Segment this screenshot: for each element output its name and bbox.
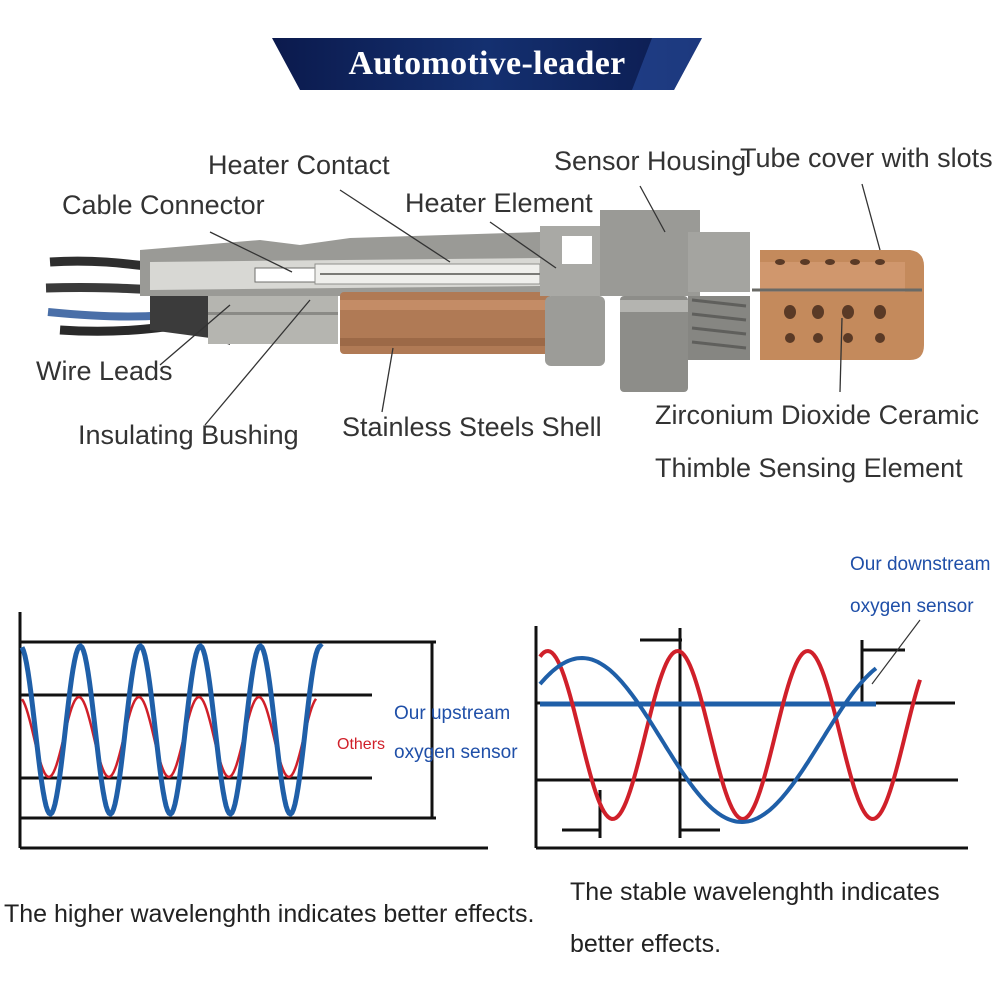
- upstream-caption: The higher wavelenghth indicates better …: [4, 900, 535, 928]
- stainless-shell-graphic: [340, 292, 550, 354]
- cutaway-section-graphic: [140, 232, 541, 296]
- brand-title: Automotive-leader: [348, 45, 626, 82]
- label-cable-connector: Cable Connector: [62, 190, 265, 220]
- upstream-axes: [18, 612, 488, 850]
- downstream-others-wave: [538, 648, 922, 822]
- label-stainless-shell: Stainless Steels Shell: [342, 412, 602, 442]
- upstream-others-wave: [20, 695, 318, 779]
- brand-banner: Automotive-leader: [272, 38, 702, 90]
- upstream-our-wave: [19, 642, 324, 818]
- upstream-sensor-label-1: Our upstream: [394, 703, 511, 724]
- leader-lines: [159, 183, 881, 426]
- label-ceramic-line1: Zirconium Dioxide Ceramic: [655, 400, 980, 430]
- banner-shape: [272, 38, 702, 90]
- sensor-housing-graphic: [540, 210, 750, 392]
- downstream-caption-2: better effects.: [570, 930, 722, 958]
- upstream-sensor-label-2: oxygen sensor: [394, 742, 518, 763]
- label-heater-contact: Heater Contact: [208, 150, 390, 180]
- downstream-leader-line: [871, 619, 921, 685]
- tube-cover-graphic: [752, 250, 924, 360]
- upstream-others-label: Others: [337, 736, 386, 753]
- downstream-sensor-label-1: Our downstream: [850, 554, 991, 575]
- downstream-caption-1: The stable wavelenghth indicates: [570, 878, 940, 906]
- label-tube-cover: Tube cover with slots: [740, 143, 993, 173]
- label-sensor-housing: Sensor Housing: [554, 146, 747, 176]
- downstream-our-wave: [538, 655, 878, 825]
- downstream-sensor-label-2: oxygen sensor: [850, 596, 974, 617]
- label-ceramic-line2: Thimble Sensing Element: [655, 453, 963, 483]
- label-insulating-bushing: Insulating Bushing: [78, 420, 299, 450]
- label-heater-element: Heater Element: [405, 188, 593, 218]
- label-wire-leads: Wire Leads: [36, 356, 173, 386]
